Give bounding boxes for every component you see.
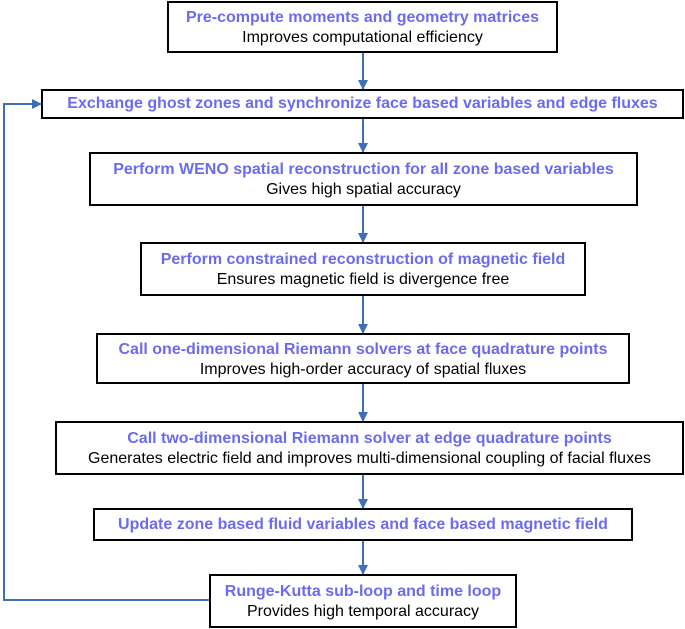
step-update-variables: Update zone based fluid variables and fa… <box>93 508 633 541</box>
step-weno-reconstruction: Perform WENO spatial reconstruction for … <box>89 152 638 206</box>
step-subtitle: Generates electric field and improves mu… <box>88 450 651 467</box>
step-title: Exchange ghost zones and synchronize fac… <box>67 95 658 112</box>
step-title: Update zone based fluid variables and fa… <box>118 516 608 533</box>
step-title: Runge-Kutta sub-loop and time loop <box>224 583 502 600</box>
loop-back-arrow <box>3 99 209 601</box>
step-1d-riemann: Call one-dimensional Riemann solvers at … <box>96 333 630 384</box>
step-subtitle: Provides high temporal accuracy <box>246 603 480 620</box>
step-subtitle: Improves computational efficiency <box>242 29 483 46</box>
step-constrained-reconstruction: Perform constrained reconstruction of ma… <box>140 242 586 296</box>
step-title: Perform constrained reconstruction of ma… <box>160 251 566 268</box>
step-exchange-ghost-zones: Exchange ghost zones and synchronize fac… <box>41 89 684 119</box>
step-title: Perform WENO spatial reconstruction for … <box>113 161 614 178</box>
step-title: Call one-dimensional Riemann solvers at … <box>118 341 608 358</box>
step-runge-kutta: Runge-Kutta sub-loop and time loop Provi… <box>209 574 517 628</box>
step-precompute: Pre-compute moments and geometry matrice… <box>167 1 558 53</box>
step-title: Call two-dimensional Riemann solver at e… <box>127 430 612 447</box>
step-subtitle: Gives high spatial accuracy <box>266 181 461 198</box>
step-subtitle: Ensures magnetic field is divergence fre… <box>216 271 510 288</box>
step-subtitle: Improves high-order accuracy of spatial … <box>199 361 527 378</box>
step-2d-riemann: Call two-dimensional Riemann solver at e… <box>55 421 684 475</box>
step-title: Pre-compute moments and geometry matrice… <box>186 9 539 26</box>
